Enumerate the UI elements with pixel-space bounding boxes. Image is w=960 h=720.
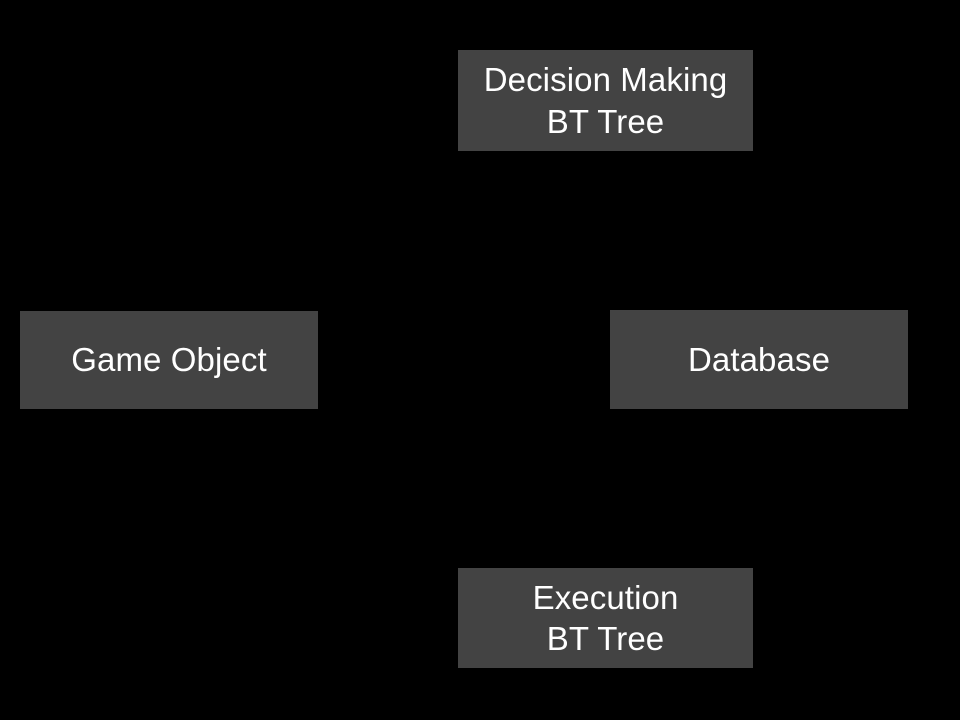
node-label-line-1: Database [687, 340, 831, 378]
node-label-line-1: Execution [532, 578, 679, 616]
node-decision-making-bt-tree[interactable]: Decision Making BT Tree [458, 50, 753, 151]
node-game-object[interactable]: Game Object [20, 311, 318, 409]
node-label-line-2: BT Tree [546, 620, 665, 657]
node-database[interactable]: Database [610, 310, 908, 409]
node-label-line-2: BT Tree [546, 102, 665, 140]
node-label-line-1: Decision Making [483, 61, 728, 99]
node-execution-bt-tree[interactable]: Execution BT Tree [458, 568, 753, 668]
node-label-line-1: Game Object [71, 341, 267, 379]
